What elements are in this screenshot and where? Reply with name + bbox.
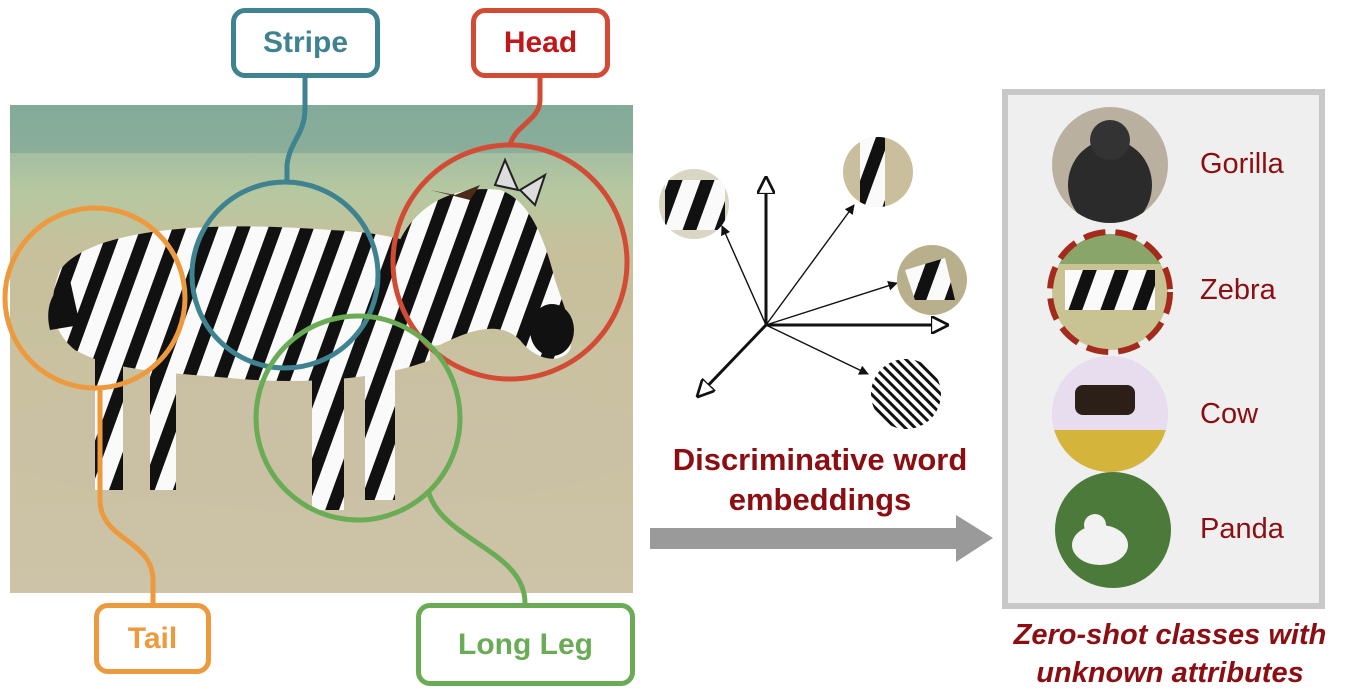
class-label-zebra: Zebra xyxy=(1200,274,1276,307)
long-leg-label: Long Leg xyxy=(416,603,635,686)
tail-label: Tail xyxy=(94,603,211,674)
stripe-label: Stripe xyxy=(231,8,380,78)
embedding-caption: Discriminative word embeddings xyxy=(650,440,990,520)
panda-thumb xyxy=(1055,472,1171,588)
zero-shot-caption: Zero-shot classes with unknown attribute… xyxy=(975,616,1363,692)
cow-thumb xyxy=(1052,356,1168,472)
zebra-photo xyxy=(0,105,650,593)
class-label-gorilla: Gorilla xyxy=(1200,148,1284,181)
thumb-unknown xyxy=(871,359,941,429)
class-label-panda: Panda xyxy=(1200,513,1284,546)
thumb-head xyxy=(897,245,967,315)
head-label: Head xyxy=(471,8,610,78)
thumb-stripe xyxy=(659,169,729,239)
big-arrow xyxy=(650,515,993,562)
class-label-cow: Cow xyxy=(1200,398,1258,431)
thumb-leg xyxy=(843,137,913,207)
